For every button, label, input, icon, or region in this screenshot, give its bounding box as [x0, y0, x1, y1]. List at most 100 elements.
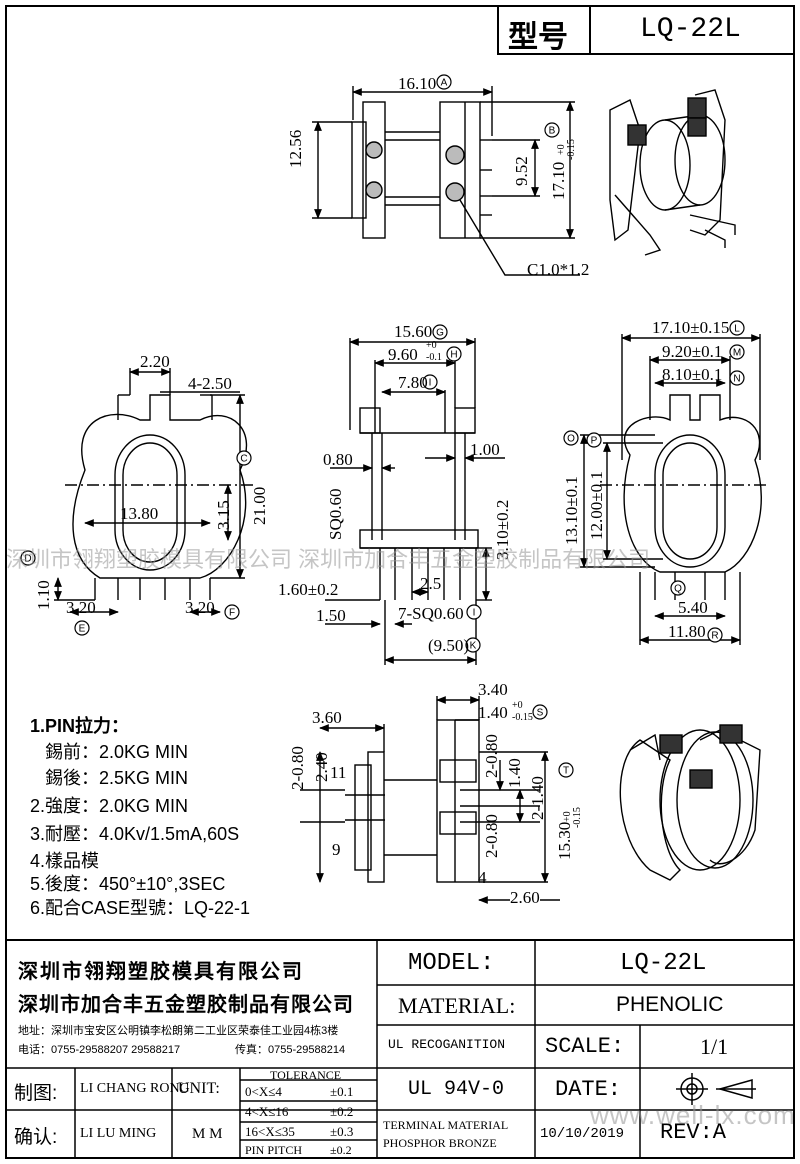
ref-circle-k: K [465, 637, 481, 653]
dim-side-pin-9: 9 [332, 840, 341, 859]
svg-text:G: G [436, 328, 444, 339]
dim-center-0-80: 0.80 [323, 450, 353, 469]
watermark-site: www.well-lx.com [590, 1100, 796, 1130]
ref-circle-m: M [729, 344, 745, 360]
scale-value: 1/1 [700, 1034, 729, 1059]
svg-text:I: I [473, 608, 476, 619]
dim-top-total: 17.10 [549, 161, 568, 200]
svg-text:C: C [240, 454, 247, 465]
dim-front-3-20-right: 3.20 [185, 598, 215, 617]
dim-side-3-60: 3.60 [312, 708, 342, 727]
tol-range-3: 16<X≤35 [245, 1124, 295, 1139]
tol-range-4: PIN PITCH [245, 1143, 303, 1157]
svg-text:B: B [549, 126, 556, 137]
model-label: MODEL: [408, 950, 495, 977]
dim-center-9-60: 9.60 [388, 345, 418, 364]
svg-text:L: L [734, 324, 740, 335]
spec-line-2: 錫後：2.5KG MIN [45, 768, 189, 788]
dim-front-3-15: 3.15 [214, 500, 233, 530]
dim-center-1-60: 1.60±0.2 [278, 580, 339, 599]
top-view [312, 86, 580, 276]
spec-line-1: 錫前：2.0KG MIN [45, 742, 189, 762]
svg-text:R: R [711, 631, 718, 642]
ref-circle-h: H [446, 346, 462, 362]
dim-side-2-0-80-left: 2-0.80 [288, 746, 307, 790]
projection-symbol [676, 1073, 756, 1105]
dim-center-2-5: 2.5 [420, 574, 442, 593]
ul-value: UL 94V-0 [408, 1078, 505, 1101]
rev-label: REV:A [660, 1120, 727, 1145]
dim-front-2-20: 2.20 [140, 352, 170, 371]
dim-center-9-60-minus: -0.1 [426, 352, 442, 363]
dim-side-15-30-minus: -0.15 [572, 807, 583, 828]
ref-circle-p: P [586, 432, 602, 448]
ref-circle-q: Q [670, 580, 686, 596]
ref-circle-i: I [466, 604, 482, 620]
terminal-label-1: TERMINAL MATERIAL [383, 1118, 509, 1132]
dim-center-sq0-60: SQ0.60 [326, 488, 345, 540]
svg-text:E: E [79, 624, 86, 635]
header-model: LQ-22L [640, 14, 741, 45]
ref-circle-a: A [436, 74, 452, 90]
right-view [580, 334, 770, 645]
svg-text:O: O [567, 434, 575, 445]
spec-line-7: 6.配合CASE型號：LQ-22-1 [30, 898, 251, 918]
dim-top-width: 16.10 [398, 74, 437, 93]
dim-right-17-10: 17.10±0.15 [652, 318, 730, 337]
svg-text:I: I [429, 378, 432, 389]
dim-side-1-40-plus: +0 [512, 700, 523, 711]
dim-side-1-40: 1.40 [478, 703, 508, 722]
ref-circle-c: C [236, 450, 252, 466]
tol-val-4: ±0.2 [330, 1143, 352, 1157]
date-label: DATE: [555, 1077, 622, 1102]
svg-text:Q: Q [674, 584, 682, 595]
sheet-border [5, 5, 795, 1159]
company-fax: 传真：0755-29588214 [235, 1044, 346, 1056]
date-value: 10/10/2019 [540, 1126, 625, 1142]
dim-top-chamfer: C1.0*1.2 [527, 260, 590, 279]
dim-center-7-80: 7.80 [398, 373, 428, 392]
dim-center-1-50: 1.50 [316, 606, 346, 625]
material-value: PHENOLIC [616, 993, 724, 1016]
model-value: LQ-22L [620, 950, 707, 977]
dim-front-13-80: 13.80 [120, 504, 159, 523]
company-name-2: 深圳市加合丰五金塑胶制品有限公司 [18, 994, 354, 1016]
svg-text:S: S [537, 708, 544, 719]
terminal-label-2: PHOSPHOR BRONZE [383, 1136, 497, 1150]
company-name-1: 深圳市翎翔塑胶模具有限公司 [18, 961, 304, 983]
dim-front-1-10: 1.10 [34, 580, 53, 610]
center-view [325, 338, 505, 665]
dim-center-9-60-plus: +0 [426, 340, 437, 351]
dim-top-height: 12.56 [286, 129, 305, 168]
ref-circle-t: T [558, 762, 574, 778]
dim-right-8-10: 8.10±0.1 [662, 365, 723, 384]
dim-right-12-00: 12.00±0.1 [587, 471, 606, 540]
dim-center-15-60: 15.60 [394, 322, 433, 341]
check-name: LI LU MING [80, 1126, 157, 1141]
tol-range-2: 4<X≤16 [245, 1104, 289, 1119]
dim-side-3-40: 3.40 [478, 680, 508, 699]
svg-text:N: N [733, 374, 740, 385]
dim-right-13-10: 13.10±0.1 [562, 476, 581, 545]
ref-circle-g: G [432, 324, 448, 340]
ref-circle-f: F [224, 604, 240, 620]
dim-center-7-sq0-60: 7-SQ0.60 [398, 604, 464, 623]
ref-circle-n: N [729, 370, 745, 386]
svg-text:T: T [563, 766, 569, 777]
side-view [300, 696, 560, 904]
spec-line-4: 3.耐壓：4.0Kv/1.5mA,60S [30, 824, 240, 844]
ref-circle-b: B [544, 122, 560, 138]
ref-circle-o: O [563, 430, 579, 446]
spec-line-3: 2.強度：2.0KG MIN [30, 796, 189, 816]
title-block-grid [6, 939, 794, 1158]
dim-side-2-40: 2.40 [312, 752, 331, 782]
material-label: MATERIAL: [398, 993, 516, 1018]
scale-label: SCALE: [545, 1034, 625, 1059]
tol-val-1: ±0.1 [330, 1084, 354, 1099]
dim-right-11-80: 11.80 [668, 622, 706, 641]
dim-center-1-00: 1.00 [470, 440, 500, 459]
dim-side-1-40-minus: -0.15 [512, 712, 533, 723]
ref-circle-e: E [74, 620, 90, 636]
